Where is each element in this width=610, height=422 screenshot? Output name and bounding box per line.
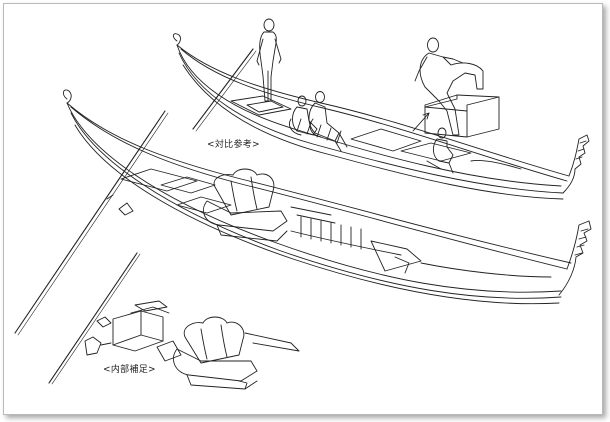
reference-gondola	[172, 33, 590, 200]
main-stern-ferro	[558, 220, 592, 296]
gondola-sketch	[14, 18, 592, 390]
interior-detail	[48, 252, 300, 390]
main-prow-curl	[62, 89, 72, 104]
illustration-frame	[3, 3, 603, 415]
stern-figure	[426, 127, 454, 174]
interior-caption: <内部補足>	[103, 365, 156, 375]
main-sofa	[203, 168, 288, 242]
prow-curl	[172, 33, 181, 46]
main-oar	[14, 110, 166, 334]
pointer-arrow	[412, 112, 430, 132]
posed-figure	[414, 37, 500, 138]
reference-caption: <対比参考>	[207, 140, 260, 150]
stern-ferro	[562, 134, 590, 194]
seated-passengers	[289, 91, 348, 152]
interior-sofa	[173, 316, 258, 390]
standing-figure	[256, 18, 282, 102]
main-gondola	[14, 89, 592, 336]
